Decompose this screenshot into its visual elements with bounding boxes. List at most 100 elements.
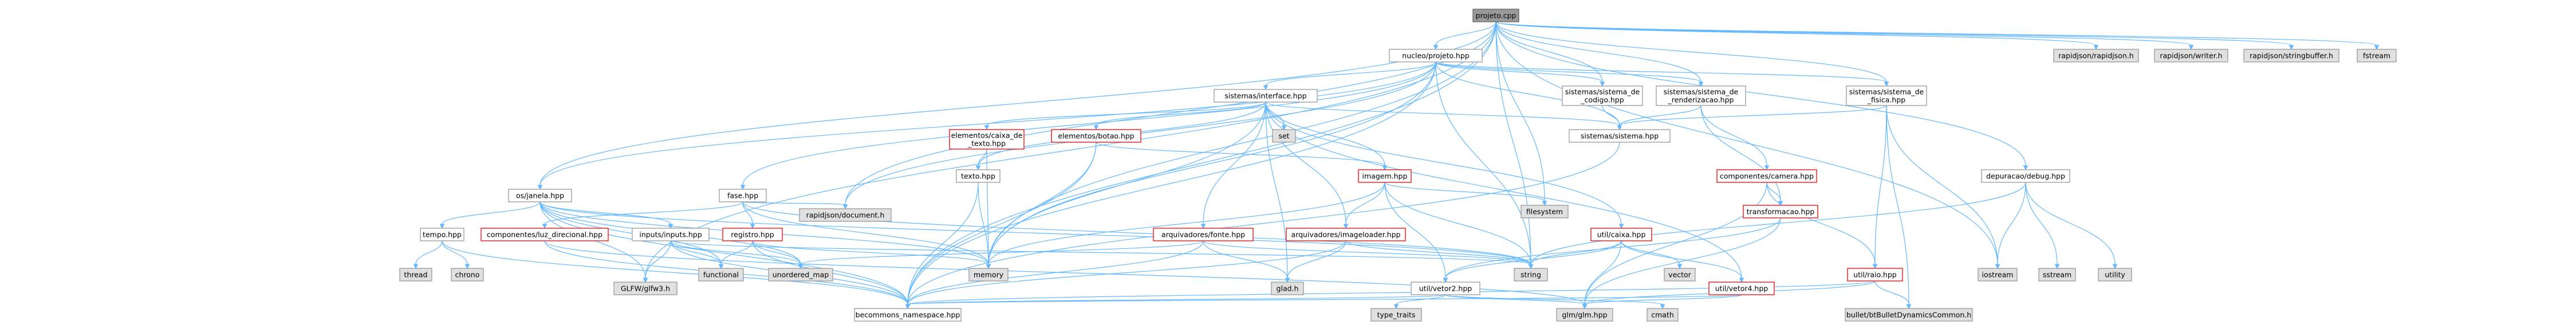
node-memory[interactable]: memory xyxy=(968,268,1009,282)
node-box xyxy=(420,228,464,241)
edge-nucleo_projeto-to-fase xyxy=(740,61,1436,190)
node-set[interactable]: set xyxy=(1272,129,1296,143)
node-util-raio[interactable]: util/raio.hpp xyxy=(1847,268,1903,282)
node-box xyxy=(1358,169,1412,183)
node-rapidjson-document[interactable]: rapidjson/document.h xyxy=(799,208,892,222)
node-rapidjson-writer[interactable]: rapidjson/writer.h xyxy=(2154,49,2228,63)
edge-line xyxy=(1619,105,1887,126)
node-label: functional xyxy=(703,271,739,279)
edge-arrowhead xyxy=(2054,264,2060,269)
node-texto[interactable]: texto.hpp xyxy=(956,169,1001,183)
edge-line xyxy=(1874,280,1909,305)
edge-line xyxy=(1345,182,1385,225)
edge-arrowhead xyxy=(1542,201,1547,206)
edge-sistemas_interface-to-util_caixa xyxy=(1265,101,1624,229)
node-util-caixa[interactable]: util/caixa.hpp xyxy=(1590,228,1652,241)
node-cmath[interactable]: cmath xyxy=(1647,308,1679,322)
edge-line xyxy=(442,240,908,305)
node-chrono[interactable]: chrono xyxy=(451,268,484,282)
node-thread[interactable]: thread xyxy=(399,268,432,282)
node-util-vetor2[interactable]: util/vetor2.hpp xyxy=(1411,282,1480,295)
node-box xyxy=(2357,49,2397,63)
edge-arrowhead xyxy=(542,224,548,229)
edge-line xyxy=(1345,240,1531,265)
edge-nucleo_projeto-to-os_janela xyxy=(537,61,1436,190)
edge-fase-to-componentes_luz xyxy=(542,201,743,229)
edge-arrowhead xyxy=(2093,45,2099,50)
node-box xyxy=(968,268,1009,282)
node-label: _renderizacao.hpp xyxy=(1668,96,1734,104)
node-fase[interactable]: fase.hpp xyxy=(719,189,767,202)
edge-arrowhead xyxy=(1906,304,1912,310)
node-elementos-botao[interactable]: elementos/botao.hpp xyxy=(1051,129,1141,143)
node-registro[interactable]: registro.hpp xyxy=(722,228,783,241)
node-rapidjson-rapidjson[interactable]: rapidjson/rapidjson.h xyxy=(2053,49,2139,63)
node-bullet[interactable]: bullet/btBulletDynamicsCommon.h xyxy=(1845,308,1973,322)
node-label: _codigo.hpp xyxy=(1580,96,1624,104)
edge-line xyxy=(1384,182,1446,279)
node-tempo[interactable]: tempo.hpp xyxy=(420,228,464,241)
node-vector[interactable]: vector xyxy=(1664,268,1696,282)
node-sistemas-sistema[interactable]: sistemas/sistema.hpp xyxy=(1569,129,1671,143)
node-componentes-luz[interactable]: componentes/luz_direcional.hpp xyxy=(480,228,609,241)
node-becommons[interactable]: becommons_namespace.hpp xyxy=(854,308,962,322)
edge-line xyxy=(415,240,443,265)
edge-arrowhead xyxy=(1433,45,1439,50)
node-iostream[interactable]: iostream xyxy=(1978,268,2018,282)
node-depuracao-debug[interactable]: depuracao/debug.hpp xyxy=(1981,169,2070,183)
edge-arrowhead xyxy=(439,224,445,229)
node-imagem[interactable]: imagem.hpp xyxy=(1358,169,1412,183)
node-inputs[interactable]: inputs/inputs.hpp xyxy=(632,228,710,241)
node-glad[interactable]: glad.h xyxy=(1271,282,1304,295)
node-sistemas-renderizacao[interactable]: sistemas/sistema_de_renderizacao.hpp xyxy=(1656,85,1746,106)
edge-line xyxy=(1265,101,1620,126)
node-componentes-camera[interactable]: componentes/camera.hpp xyxy=(1716,169,1817,183)
node-utility[interactable]: utility xyxy=(2098,268,2132,282)
node-sistemas-interface[interactable]: sistemas/interface.hpp xyxy=(1214,89,1318,103)
node-unordered-map[interactable]: unordered_map xyxy=(768,268,833,282)
node-sstream[interactable]: sstream xyxy=(2038,268,2076,282)
node-box xyxy=(480,228,609,241)
node-glfw[interactable]: GLFW/glfw3.h xyxy=(613,282,678,295)
edge-registro-to-memory xyxy=(752,240,991,269)
edge-line xyxy=(1495,21,1998,265)
edge-line xyxy=(539,201,671,225)
node-box xyxy=(1978,268,2018,282)
node-box xyxy=(1708,282,1775,295)
edge-line xyxy=(539,21,1496,186)
edge-depuracao_debug-to-string xyxy=(1528,182,2026,269)
edge-componentes_camera-to-util_raio xyxy=(1766,182,1878,269)
node-arquivadores-imageloader[interactable]: arquivadores/imageloader.hpp xyxy=(1286,228,1406,241)
node-util-vetor4[interactable]: util/vetor4.hpp xyxy=(1708,282,1775,295)
edge-util_vetor2-to-becommons xyxy=(905,294,1446,310)
node-transformacao[interactable]: transformacao.hpp xyxy=(1743,205,1818,218)
node-nucleo-projeto[interactable]: nucleo/projeto.hpp xyxy=(1389,49,1483,63)
edge-line xyxy=(907,280,1876,305)
node-string[interactable]: string xyxy=(1514,268,1548,282)
edge-elementos_caixa_texto-to-texto xyxy=(975,149,987,171)
node-filesystem[interactable]: filesystem xyxy=(1521,205,1569,218)
node-projeto-cpp[interactable]: projeto.cpp xyxy=(1472,9,1519,22)
node-type-traits[interactable]: type_traits xyxy=(1370,308,1422,322)
node-functional[interactable]: functional xyxy=(698,268,744,282)
edge-arrowhead xyxy=(1872,264,1878,269)
edge-projeto_cpp-to-string xyxy=(1495,21,1534,269)
node-elementos-caixa-texto[interactable]: elementos/caixa_de_texto.hpp xyxy=(949,129,1025,150)
edge-arrowhead xyxy=(1884,81,1889,87)
node-box xyxy=(1370,308,1422,322)
node-glm[interactable]: glm/glm.hpp xyxy=(1556,308,1613,322)
edge-line xyxy=(1396,294,1446,305)
edge-line xyxy=(988,101,1266,265)
node-sistemas-fisica[interactable]: sistemas/sistema_de_fisica.hpp xyxy=(1846,85,1927,106)
node-sistemas-codigo[interactable]: sistemas/sistema_de_codigo.hpp xyxy=(1562,85,1643,106)
edge-line xyxy=(1700,105,1767,166)
node-label: componentes/luz_direcional.hpp xyxy=(487,231,602,239)
node-arquivadores-fonte[interactable]: arquivadores/fonte.hpp xyxy=(1153,228,1254,241)
node-rapidjson-stringbuffer[interactable]: rapidjson/stringbuffer.h xyxy=(2243,49,2339,63)
node-os-janela[interactable]: os/janela.hpp xyxy=(508,189,572,202)
edge-line xyxy=(1495,21,2026,166)
node-label: util/raio.hpp xyxy=(1853,271,1897,279)
node-box xyxy=(722,228,783,241)
edge-line xyxy=(1495,21,1531,265)
node-fstream[interactable]: fstream xyxy=(2357,49,2397,63)
